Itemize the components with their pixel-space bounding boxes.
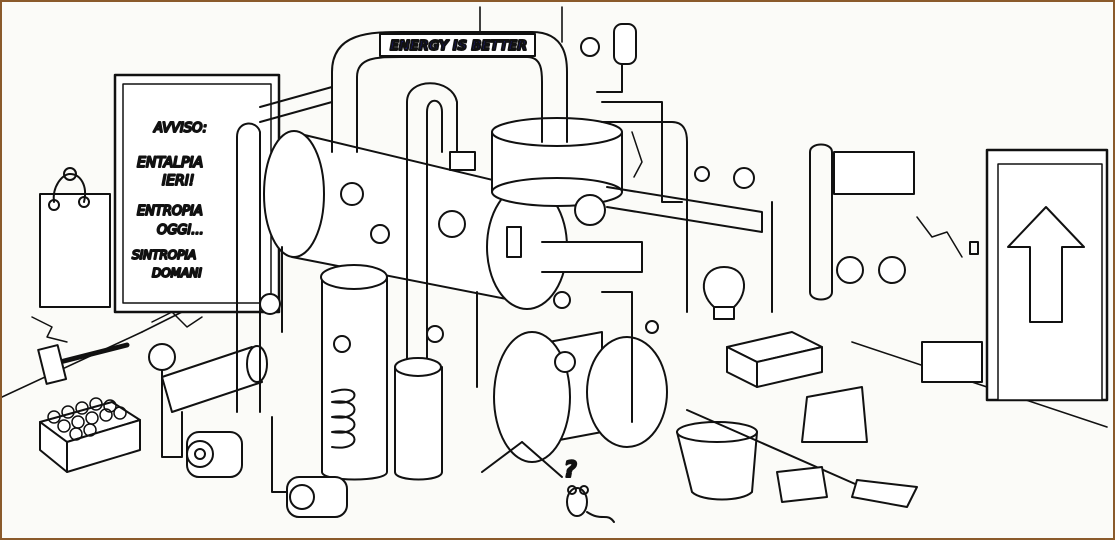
up-arrow-icon	[1007, 206, 1085, 323]
u-pipe	[406, 82, 476, 473]
left-vertical-pipe	[236, 86, 333, 413]
mop-icon	[686, 409, 918, 508]
wall-cracks	[31, 131, 963, 343]
notice-line-7: DOMANI	[152, 266, 202, 280]
handwheel-icons	[438, 194, 906, 334]
upper-tank	[491, 117, 623, 207]
donut-crate	[39, 397, 141, 473]
lightbulb-icon	[702, 266, 745, 320]
banner-text: ENERGY IS BETTER	[390, 39, 527, 54]
notice-line-4: ENTROPIA	[137, 204, 203, 219]
motor-left	[186, 431, 243, 478]
notice-line-5: OGGI...	[157, 223, 204, 238]
notice-line-6: SINTROPIA	[132, 248, 196, 262]
exit-door[interactable]	[985, 148, 1109, 402]
question-mark: ?	[564, 458, 577, 483]
lower-drum	[481, 331, 668, 478]
motor-bottom	[271, 416, 348, 518]
arch-pipe	[331, 31, 568, 153]
notice-line-2: ENTALPIA	[137, 155, 203, 171]
light-switch[interactable]	[969, 241, 979, 255]
hammer-icon	[37, 342, 130, 385]
right-pipe-network	[541, 23, 833, 423]
pump-assembly	[726, 331, 823, 388]
floor-papers	[776, 386, 868, 503]
wall-plaque	[39, 167, 111, 308]
notice-board	[113, 73, 281, 314]
gauge-icons	[259, 37, 755, 373]
notice-line-1: AVVISO:	[153, 121, 207, 136]
small-vertical-tank	[394, 357, 443, 481]
vertical-tank	[320, 264, 388, 481]
notice-line-3: IERI!	[162, 173, 194, 189]
bucket	[676, 421, 758, 501]
wall-panel	[833, 151, 983, 383]
mouse-icon	[566, 485, 615, 523]
